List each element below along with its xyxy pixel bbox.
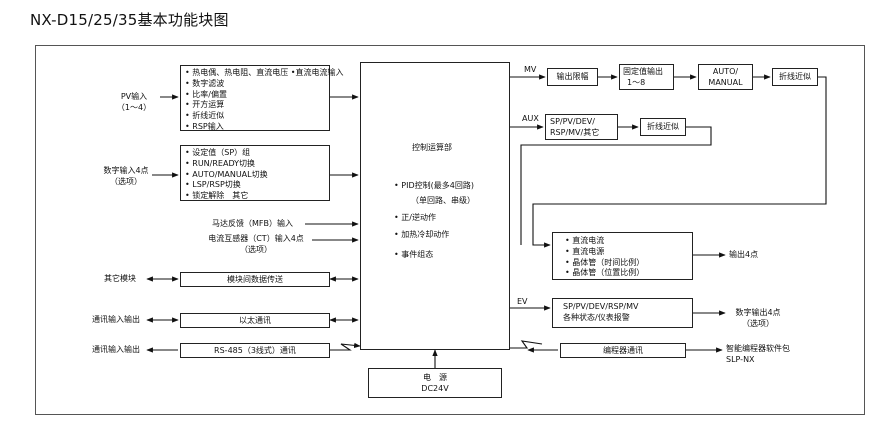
pv-function-item: • 热电偶、热电阻、直流电压 •直流电流输入 [185, 68, 344, 77]
pv-function-item: • 折线近似 [185, 111, 225, 121]
digital-function-item: • AUTO/MANUAL切换 [185, 169, 268, 179]
aux-select-box: SP/PV/DEV/RSP/MV/其它 [545, 114, 618, 140]
output-type-item: • 直流电流 [565, 236, 605, 245]
line-approx-box-1: 折线近似 [772, 68, 818, 86]
control-item: （单回路、串级） [411, 196, 475, 205]
line-approx-box-2: 折线近似 [640, 118, 686, 136]
control-item: • PID控制(最多4回路) [394, 181, 474, 190]
output-4-label: 输出4点 [729, 250, 759, 259]
digital-input-label: 数字输入4点（选项） [103, 166, 149, 186]
diagram-frame [35, 45, 865, 415]
pv-function-item: • 开方运算 [185, 100, 225, 110]
pv-input-label: PV输入（1～4） [116, 92, 152, 112]
ev-label: EV [517, 297, 528, 306]
digital-functions-box: • 设定值（SP）组 • RUN/READY切换 • AUTO/MANUAL切换… [180, 145, 330, 201]
ct-input-label: 电流互感器（CT）输入4点（选项） [208, 234, 304, 254]
output-type-item: • 晶体管（时间比例） [565, 257, 645, 267]
loader-comm-box: 编程器通讯 [560, 343, 686, 358]
page-title: NX-D15/25/35基本功能块图 [30, 11, 229, 29]
comm-io-label-1: 通讯输入输出 [92, 315, 140, 324]
other-module-label: 其它模块 [104, 274, 136, 283]
aux-label: AUX [522, 114, 539, 123]
control-item: • 加热冷却动作 [394, 230, 450, 239]
digital-function-item: • 锁定解除 其它 [185, 191, 249, 201]
control-unit-box: 控制运算部 • PID控制(最多4回路) （单回路、串级） • 正/逆动作 • … [360, 62, 510, 350]
digital-function-item: • 设定值（SP）组 [185, 148, 251, 157]
pv-function-item: • RSP输入 [185, 121, 224, 131]
rs485-box: RS-485（3线式）通讯 [180, 343, 330, 358]
digital-output-label: 数字输出4点（选项） [735, 308, 781, 328]
pv-function-item: • 数字滤波 [185, 78, 225, 88]
digital-function-item: • RUN/READY切换 [185, 158, 256, 168]
mv-label: MV [524, 65, 537, 74]
mfb-input-label: 马达反馈（MFB）输入 [212, 219, 293, 228]
output-type-item: • 直流电源 [565, 246, 605, 256]
output-type-item: • 晶体管（位置比例） [565, 268, 645, 278]
output-types-box: • 直流电流 • 直流电源 • 晶体管（时间比例） • 晶体管（位置比例） [552, 232, 693, 280]
control-item: • 事件组态 [394, 250, 434, 259]
auto-manual-box: AUTO/MANUAL [698, 64, 753, 90]
digital-function-item: • LSP/RSP切换 [185, 180, 241, 190]
ethernet-box: 以太通讯 [180, 313, 330, 328]
comm-io-label-2: 通讯输入输出 [92, 345, 140, 354]
output-limit-box: 输出限幅 [547, 68, 598, 86]
control-item: • 正/逆动作 [394, 213, 436, 222]
module-transfer-box: 模块间数据传送 [180, 272, 330, 287]
pv-function-item: • 比率/偏置 [185, 89, 227, 99]
pv-processing-box: • 热电偶、热电阻、直流电压 •直流电流输入 • 数字滤波 • 比率/偏置 • … [180, 65, 344, 131]
control-unit-title: 控制运算部 [412, 143, 452, 152]
